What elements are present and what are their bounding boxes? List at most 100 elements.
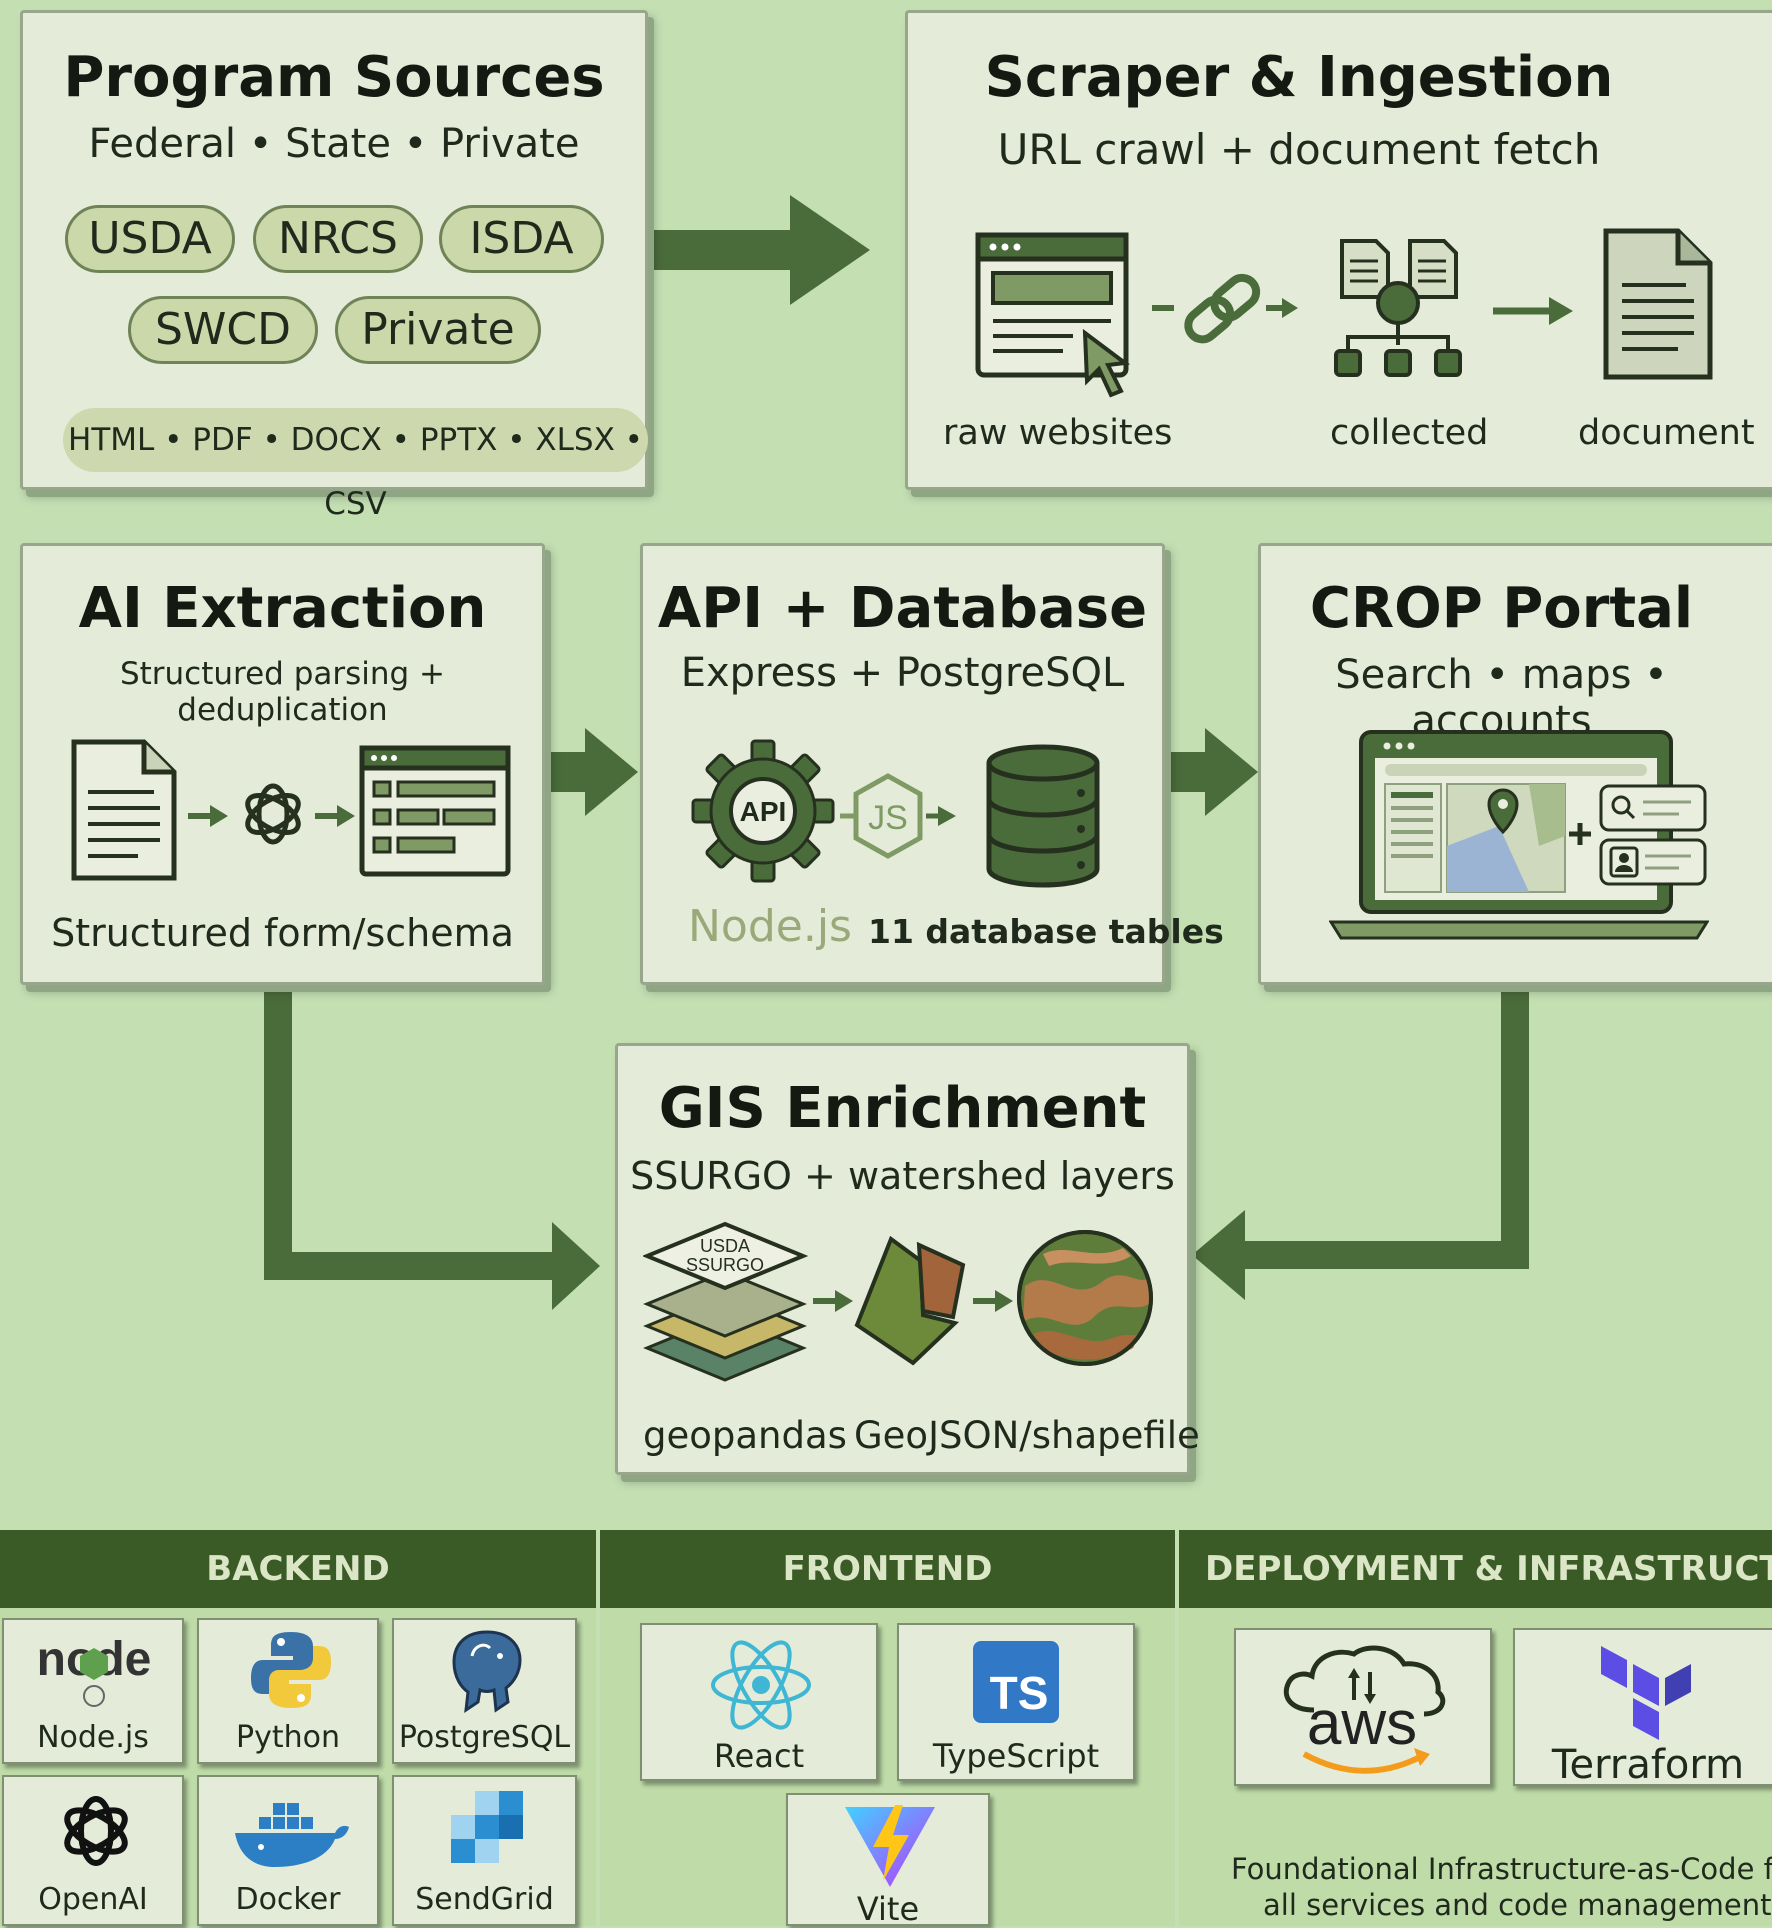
backend-header: BACKEND bbox=[0, 1530, 596, 1608]
layers-icon: USDA SSURGO bbox=[643, 1221, 808, 1382]
label-typescript: TypeScript bbox=[932, 1737, 1100, 1775]
label-collected: collected bbox=[1330, 413, 1489, 453]
scraper-box: Scraper & Ingestion URL crawl + document… bbox=[905, 10, 1772, 490]
form-icon bbox=[359, 745, 511, 877]
card-react: React bbox=[640, 1623, 878, 1781]
label-sendgrid: SendGrid bbox=[415, 1882, 554, 1917]
database-icon bbox=[986, 744, 1100, 888]
globe-icon bbox=[1017, 1230, 1153, 1366]
ai-extraction-title: AI Extraction bbox=[78, 576, 487, 641]
pill-usda: USDA bbox=[65, 205, 235, 273]
frontend-panel: FRONTEND React TS TypeScript bbox=[600, 1530, 1175, 1928]
label-python: Python bbox=[236, 1720, 340, 1755]
python-icon bbox=[251, 1632, 331, 1708]
label-structured-form: Structured form/schema bbox=[51, 911, 514, 955]
api-database-title: API + Database bbox=[657, 576, 1148, 641]
arrow-api-to-crop bbox=[1165, 728, 1258, 816]
card-vite: Vite bbox=[786, 1793, 990, 1928]
label-backend-nodejs: Node.js bbox=[37, 1720, 149, 1755]
deployment-note-line2: all services and code management. bbox=[1263, 1888, 1772, 1922]
map-pin-icon bbox=[1487, 788, 1519, 835]
js-icon: JS bbox=[840, 773, 956, 859]
card-openai: OpenAI bbox=[2, 1775, 184, 1926]
label-nodejs: Node.js bbox=[688, 901, 852, 952]
document-icon bbox=[1603, 228, 1713, 380]
crop-portal-title: CROP Portal bbox=[1309, 576, 1694, 641]
arrow-sources-to-scraper bbox=[645, 195, 870, 305]
search-icon bbox=[1599, 784, 1707, 832]
deployment-panel: DEPLOYMENT & INFRASTRUCTURE aws Terrafor… bbox=[1179, 1530, 1772, 1926]
arrow-polygon-to-globe bbox=[973, 1290, 1013, 1312]
ai-extraction-subtitle: Structured parsing + deduplication bbox=[119, 656, 446, 728]
backend-panel: BACKEND node Node.js Python PostgreSQL bbox=[0, 1530, 596, 1926]
typescript-badge-text: TS bbox=[990, 1667, 1049, 1719]
polygon-icon bbox=[854, 1235, 966, 1366]
gis-enrichment-box: GIS Enrichment SSURGO + watershed layers… bbox=[615, 1043, 1200, 1475]
label-terraform: Terraform bbox=[1551, 1742, 1745, 1788]
nodejs-logo-icon: node bbox=[37, 1633, 151, 1707]
card-typescript: TS TypeScript bbox=[897, 1623, 1135, 1781]
postgresql-icon bbox=[452, 1630, 522, 1714]
aws-logo-text: aws bbox=[1307, 1689, 1417, 1758]
label-geopandas: geopandas bbox=[643, 1414, 847, 1457]
js-icon-text: JS bbox=[868, 799, 908, 837]
deployment-header: DEPLOYMENT & INFRASTRUCTURE bbox=[1179, 1530, 1772, 1608]
vite-icon bbox=[845, 1805, 935, 1887]
label-raw-websites: raw websites bbox=[943, 413, 1173, 453]
arrow-collected-to-document bbox=[1493, 297, 1573, 325]
browser-icon bbox=[975, 232, 1131, 398]
label-docker: Docker bbox=[235, 1882, 341, 1917]
card-sendgrid: SendGrid bbox=[392, 1775, 577, 1926]
layers-text-usda: USDA bbox=[700, 1236, 750, 1256]
api-database-subtitle: Express + PostgreSQL bbox=[680, 650, 1125, 696]
user-icon bbox=[1599, 838, 1707, 886]
pill-private: Private bbox=[335, 296, 541, 364]
card-postgresql: PostgreSQL bbox=[392, 1618, 577, 1764]
card-terraform: Terraform bbox=[1513, 1628, 1772, 1788]
program-sources-box: Program Sources Federal • State • Privat… bbox=[20, 10, 648, 522]
pill-nrcs: NRCS bbox=[253, 205, 423, 273]
typescript-icon: TS bbox=[973, 1641, 1059, 1723]
scraper-title: Scraper & Ingestion bbox=[984, 45, 1614, 110]
arrow-crop-to-gis bbox=[1240, 985, 1529, 1269]
label-postgresql: PostgreSQL bbox=[398, 1720, 571, 1755]
label-geojson: GeoJSON/shapefile bbox=[854, 1414, 1200, 1457]
label-document: document bbox=[1578, 413, 1755, 453]
card-aws: aws bbox=[1234, 1628, 1492, 1786]
arrow-layers-to-polygon bbox=[813, 1290, 853, 1312]
link-icon bbox=[1152, 273, 1298, 344]
program-sources-title: Program Sources bbox=[63, 45, 605, 110]
arrow-ai-to-gis bbox=[264, 985, 560, 1280]
card-nodejs: node Node.js bbox=[2, 1618, 184, 1764]
sendgrid-icon bbox=[451, 1791, 523, 1863]
pill-swcd: SWCD bbox=[128, 296, 318, 364]
file-formats: HTML • PDF • DOCX • PPTX • XLSX • CSV bbox=[63, 408, 648, 522]
aws-icon: aws bbox=[1283, 1645, 1446, 1774]
arrow-ai-to-api bbox=[545, 728, 638, 816]
arrow-openai-to-form bbox=[315, 805, 355, 827]
docker-icon bbox=[235, 1803, 349, 1867]
api-gear-text: API bbox=[740, 796, 787, 827]
frontend-header: FRONTEND bbox=[600, 1530, 1175, 1608]
label-openai: OpenAI bbox=[38, 1882, 148, 1917]
laptop-icon bbox=[1329, 730, 1709, 940]
ai-extraction-box: AI Extraction Structured parsing + dedup… bbox=[20, 543, 545, 985]
program-sources-subtitle: Federal • State • Private bbox=[88, 121, 580, 167]
crop-portal-box: CROP Portal Search • maps • accounts bbox=[1258, 543, 1772, 985]
card-docker: Docker bbox=[197, 1775, 379, 1926]
react-icon bbox=[711, 1640, 811, 1730]
pill-isda: ISDA bbox=[439, 205, 604, 273]
openai-logo-icon bbox=[64, 1796, 128, 1866]
collected-docs-icon bbox=[1334, 239, 1462, 377]
arrow-doc-to-openai bbox=[188, 805, 228, 827]
api-gear-icon: API bbox=[691, 739, 835, 883]
scraper-subtitle: URL crawl + document fetch bbox=[997, 125, 1601, 174]
document-icon bbox=[71, 739, 177, 881]
api-database-box: API + Database Express + PostgreSQL API … bbox=[640, 543, 1224, 985]
layers-text-ssurgo: SSURGO bbox=[686, 1255, 764, 1275]
label-database-tables: 11 database tables bbox=[868, 912, 1224, 951]
gis-subtitle: SSURGO + watershed layers bbox=[630, 1154, 1175, 1198]
deployment-note-line1: Foundational Infrastructure-as-Code for bbox=[1231, 1852, 1772, 1886]
label-react: React bbox=[713, 1737, 805, 1775]
gis-title: GIS Enrichment bbox=[658, 1076, 1147, 1141]
